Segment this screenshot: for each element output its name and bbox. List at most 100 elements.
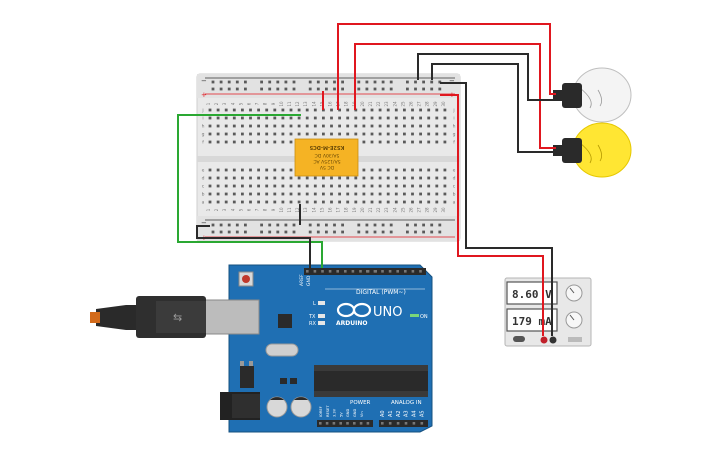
breadboard-hole[interactable]: [289, 108, 293, 112]
header-pin[interactable]: [388, 270, 392, 273]
breadboard-hole[interactable]: [386, 108, 390, 112]
breadboard-hole[interactable]: [244, 80, 247, 84]
breadboard-hole[interactable]: [386, 176, 390, 180]
breadboard-hole[interactable]: [265, 108, 269, 112]
breadboard-hole[interactable]: [322, 184, 325, 188]
bulb-on[interactable]: [553, 122, 632, 178]
breadboard-hole[interactable]: [378, 132, 382, 136]
breadboard-hole[interactable]: [373, 87, 377, 91]
breadboard-hole[interactable]: [260, 230, 263, 234]
breadboard-hole[interactable]: [268, 230, 272, 234]
breadboard-hole[interactable]: [403, 108, 406, 112]
breadboard-hole[interactable]: [281, 116, 285, 120]
breadboard-hole[interactable]: [241, 124, 244, 128]
breadboard-hole[interactable]: [265, 184, 269, 188]
breadboard-hole[interactable]: [289, 192, 293, 196]
breadboard-hole[interactable]: [232, 200, 236, 204]
breadboard-hole[interactable]: [297, 184, 301, 188]
breadboard-hole[interactable]: [427, 108, 431, 112]
breadboard-hole[interactable]: [284, 230, 288, 234]
breadboard-hole[interactable]: [378, 192, 382, 196]
header-pin[interactable]: [373, 270, 377, 273]
breadboard-hole[interactable]: [341, 80, 344, 84]
breadboard-hole[interactable]: [333, 230, 336, 234]
breadboard-hole[interactable]: [224, 168, 228, 172]
breadboard-hole[interactable]: [411, 108, 414, 112]
breadboard-hole[interactable]: [330, 132, 333, 136]
breadboard-hole[interactable]: [297, 176, 301, 180]
breadboard-hole[interactable]: [292, 230, 296, 234]
breadboard-hole[interactable]: [419, 168, 422, 172]
breadboard-hole[interactable]: [224, 108, 228, 112]
breadboard-hole[interactable]: [241, 176, 244, 180]
relay[interactable]: DC 5V 5A/125V AC 5A/30V DC KS2E-M-DC5: [294, 138, 359, 177]
breadboard-hole[interactable]: [330, 200, 333, 204]
breadboard-hole[interactable]: [346, 192, 350, 196]
breadboard-hole[interactable]: [386, 192, 390, 196]
breadboard-hole[interactable]: [322, 124, 325, 128]
breadboard-hole[interactable]: [373, 80, 377, 84]
breadboard-hole[interactable]: [297, 124, 301, 128]
breadboard-hole[interactable]: [362, 124, 366, 128]
breadboard-hole[interactable]: [297, 132, 301, 136]
breadboard-hole[interactable]: [313, 116, 317, 120]
breadboard-hole[interactable]: [443, 140, 447, 144]
breadboard-hole[interactable]: [362, 192, 366, 196]
breadboard-hole[interactable]: [346, 200, 350, 204]
breadboard-hole[interactable]: [411, 184, 414, 188]
breadboard-hole[interactable]: [419, 124, 422, 128]
breadboard-hole[interactable]: [308, 223, 312, 227]
breadboard-hole[interactable]: [362, 176, 366, 180]
breadboard-hole[interactable]: [430, 230, 434, 234]
breadboard-hole[interactable]: [284, 87, 288, 91]
breadboard-hole[interactable]: [378, 124, 382, 128]
breadboard-hole[interactable]: [443, 184, 447, 188]
breadboard-hole[interactable]: [289, 132, 293, 136]
breadboard-hole[interactable]: [257, 176, 260, 180]
breadboard-hole[interactable]: [357, 80, 361, 84]
breadboard-hole[interactable]: [265, 176, 269, 180]
breadboard-hole[interactable]: [268, 87, 272, 91]
breadboard-hole[interactable]: [427, 132, 431, 136]
header-pin[interactable]: [346, 422, 349, 425]
breadboard-hole[interactable]: [422, 80, 425, 84]
breadboard-hole[interactable]: [322, 192, 325, 196]
wire-red-supply[interactable]: [440, 94, 544, 336]
breadboard-hole[interactable]: [257, 124, 260, 128]
breadboard-hole[interactable]: [435, 116, 439, 120]
breadboard-hole[interactable]: [232, 176, 236, 180]
breadboard-hole[interactable]: [354, 132, 358, 136]
breadboard-hole[interactable]: [257, 132, 260, 136]
breadboard-hole[interactable]: [208, 200, 212, 204]
breadboard-hole[interactable]: [354, 200, 358, 204]
breadboard-hole[interactable]: [322, 132, 325, 136]
header-pin[interactable]: [319, 422, 322, 425]
breadboard-hole[interactable]: [249, 192, 252, 196]
breadboard-hole[interactable]: [216, 168, 220, 172]
breadboard-hole[interactable]: [276, 80, 280, 84]
breadboard-hole[interactable]: [427, 140, 431, 144]
breadboard-hole[interactable]: [354, 192, 358, 196]
breadboard-hole[interactable]: [411, 116, 414, 120]
breadboard-hole[interactable]: [249, 108, 252, 112]
header-pin[interactable]: [411, 270, 415, 273]
breadboard-hole[interactable]: [289, 176, 293, 180]
breadboard-hole[interactable]: [443, 176, 447, 180]
breadboard-hole[interactable]: [411, 124, 414, 128]
power-switch[interactable]: [513, 336, 525, 342]
breadboard-hole[interactable]: [249, 176, 252, 180]
breadboard-hole[interactable]: [338, 184, 341, 188]
header-pin[interactable]: [313, 270, 317, 273]
breadboard-hole[interactable]: [224, 132, 228, 136]
breadboard-hole[interactable]: [308, 230, 312, 234]
breadboard-hole[interactable]: [244, 223, 247, 227]
breadboard-hole[interactable]: [419, 140, 422, 144]
breadboard-hole[interactable]: [370, 116, 374, 120]
breadboard-hole[interactable]: [362, 184, 366, 188]
breadboard-hole[interactable]: [414, 80, 417, 84]
breadboard-hole[interactable]: [208, 176, 212, 180]
breadboard-hole[interactable]: [241, 132, 244, 136]
breadboard-hole[interactable]: [219, 230, 223, 234]
header-pin[interactable]: [359, 422, 363, 425]
breadboard-hole[interactable]: [370, 184, 374, 188]
